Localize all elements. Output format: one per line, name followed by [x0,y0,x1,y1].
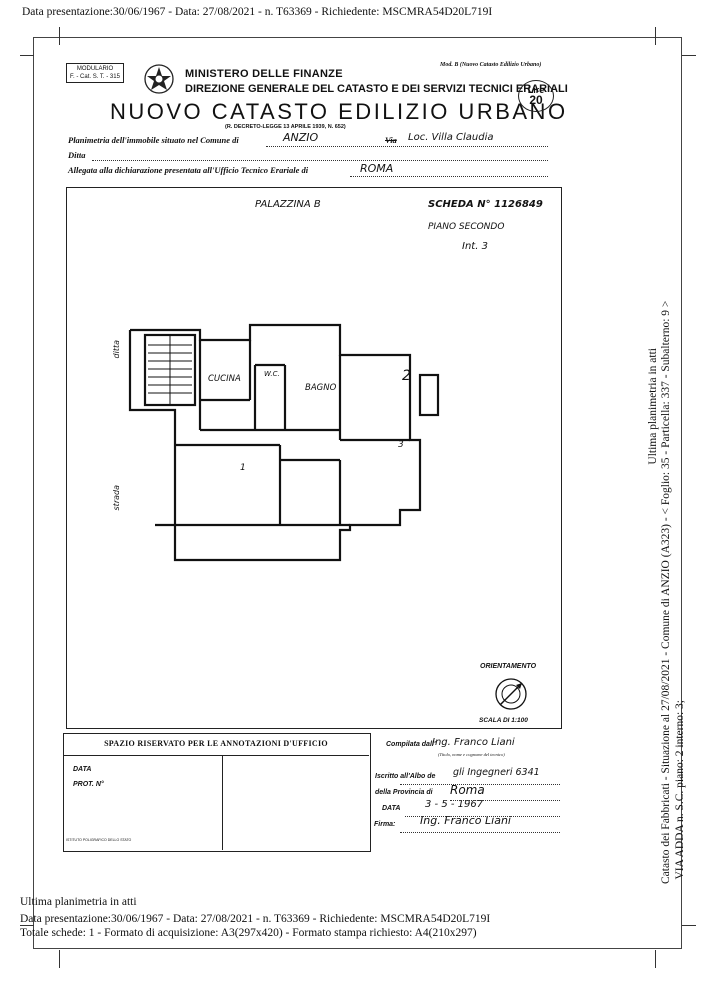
compilata-data-value: 3 - 5 - 1967 [425,799,484,810]
provincia-label: della Provincia di [375,789,433,796]
comune-value: ANZIO [283,131,319,144]
interno-label: Int. 3 [462,241,488,252]
room-wc: W.C. [264,370,280,378]
scala-label: SCALA DI 1:100 [479,717,528,724]
via-value: Loc. Villa Claudia [408,132,494,143]
floor-plan [128,323,440,562]
ministero-heading: MINISTERO DELLE FINANZE [185,68,343,80]
iscritto-value: gli Ingegneri 6341 [453,767,540,778]
direzione-heading: DIREZIONE GENERALE DEL CATASTO E DEI SER… [185,83,568,95]
room-1: 1 [240,463,246,473]
planimetria-label: Planimetria dell'immobile situato nel Co… [68,135,239,145]
emblem-icon [144,64,174,94]
footer-line2: Totale schede: 1 - Formato di acquisizio… [20,927,477,939]
lire-label: Lire [527,85,545,95]
palazzina-label: PALAZZINA B [255,199,321,210]
decreto-line: (R. DECRETO-LEGGE 13 APRILE 1939, N. 652… [225,124,346,130]
compilata-label: Compilata dall' [386,741,436,748]
dotted-line [92,160,548,161]
modulario-line1: MODULARIO [76,66,114,72]
annotazioni-heading: SPAZIO RISERVATO PER LE ANNOTAZIONI D'UF… [63,733,369,756]
crop-mark [20,925,34,926]
crop-mark [682,925,696,926]
annot-prot-label: PROT. N° [73,781,104,788]
annotazioni-box [63,733,371,852]
printer-note: ISTITUTO POLIGRAFICO DELLO STATO [66,838,132,842]
compass-icon [495,678,527,710]
allegata-label: Allegata alla dichiarazione presentata a… [68,165,309,175]
piano-label: PIANO SECONDO [428,222,505,232]
room-2: 2 [402,368,411,384]
crop-mark [20,55,34,56]
iscritto-label: Iscritto all'Albo de [375,773,436,780]
header-info: Data presentazione:30/06/1967 - Data: 27… [22,6,493,18]
provincia-value: Roma [450,783,485,797]
via-label: Via [385,135,397,145]
firma-label: Firma: [374,821,396,828]
dotted-line [266,146,548,147]
dotted-line [400,832,560,833]
dotted-line [450,800,560,801]
ufficio-value: ROMA [360,162,394,175]
side-label-strada: strada [112,485,121,511]
lire-value: 20 [529,93,543,107]
document-title: NUOVO CATASTO EDILIZIO URBANO [110,99,568,124]
lire-stamp: Lire 20 [518,80,554,112]
mod-b-label: Mod. B (Nuovo Catasto Edilizio Urbano) [440,62,542,68]
footer-line1: Data presentazione:30/06/1967 - Data: 27… [20,913,491,925]
footer-ultima: Ultima planimetria in atti [20,896,137,908]
modulario-box: MODULARIO F. - Cat. S. T. - 315 [66,63,124,83]
crop-mark [59,27,60,45]
scheda-label: SCHEDA N° 1126849 [428,199,543,210]
outer-frame [33,37,682,949]
side-text-line3: Ultima planimetria in atti [647,348,659,465]
side-text-line2: VIA ADDA n. S.C. piano: 2 interno: 3; [674,700,686,880]
dotted-line [350,176,548,177]
side-text-line1: Catasto dei Fabbricati - Situazione al 2… [660,300,672,884]
plan-sheet [66,187,562,729]
compilata-value: Ing. Franco Liani [432,737,515,748]
crop-mark [59,950,60,968]
room-cucina: CUCINA [208,374,241,384]
compilata-data-label: DATA [382,805,401,812]
crop-mark [682,55,696,56]
firma-value: Ing. Franco Liani [420,814,511,827]
room-bagno: BAGNO [305,383,337,393]
crop-mark [655,950,656,968]
annot-data-label: DATA [73,766,92,773]
titolo-sub: (Titolo, nome e cognome del tecnico) [438,752,505,757]
modulario-line2: F. - Cat. S. T. - 315 [70,74,120,80]
ditta-label: Ditta [68,150,86,160]
dotted-line [400,784,560,785]
orientamento-label: ORIENTAMENTO [480,663,537,670]
dotted-line [405,816,560,817]
crop-mark [655,27,656,45]
room-3: 3 [398,440,404,450]
annotazioni-divider [222,755,223,850]
side-label-ditta: ditta [112,340,121,359]
